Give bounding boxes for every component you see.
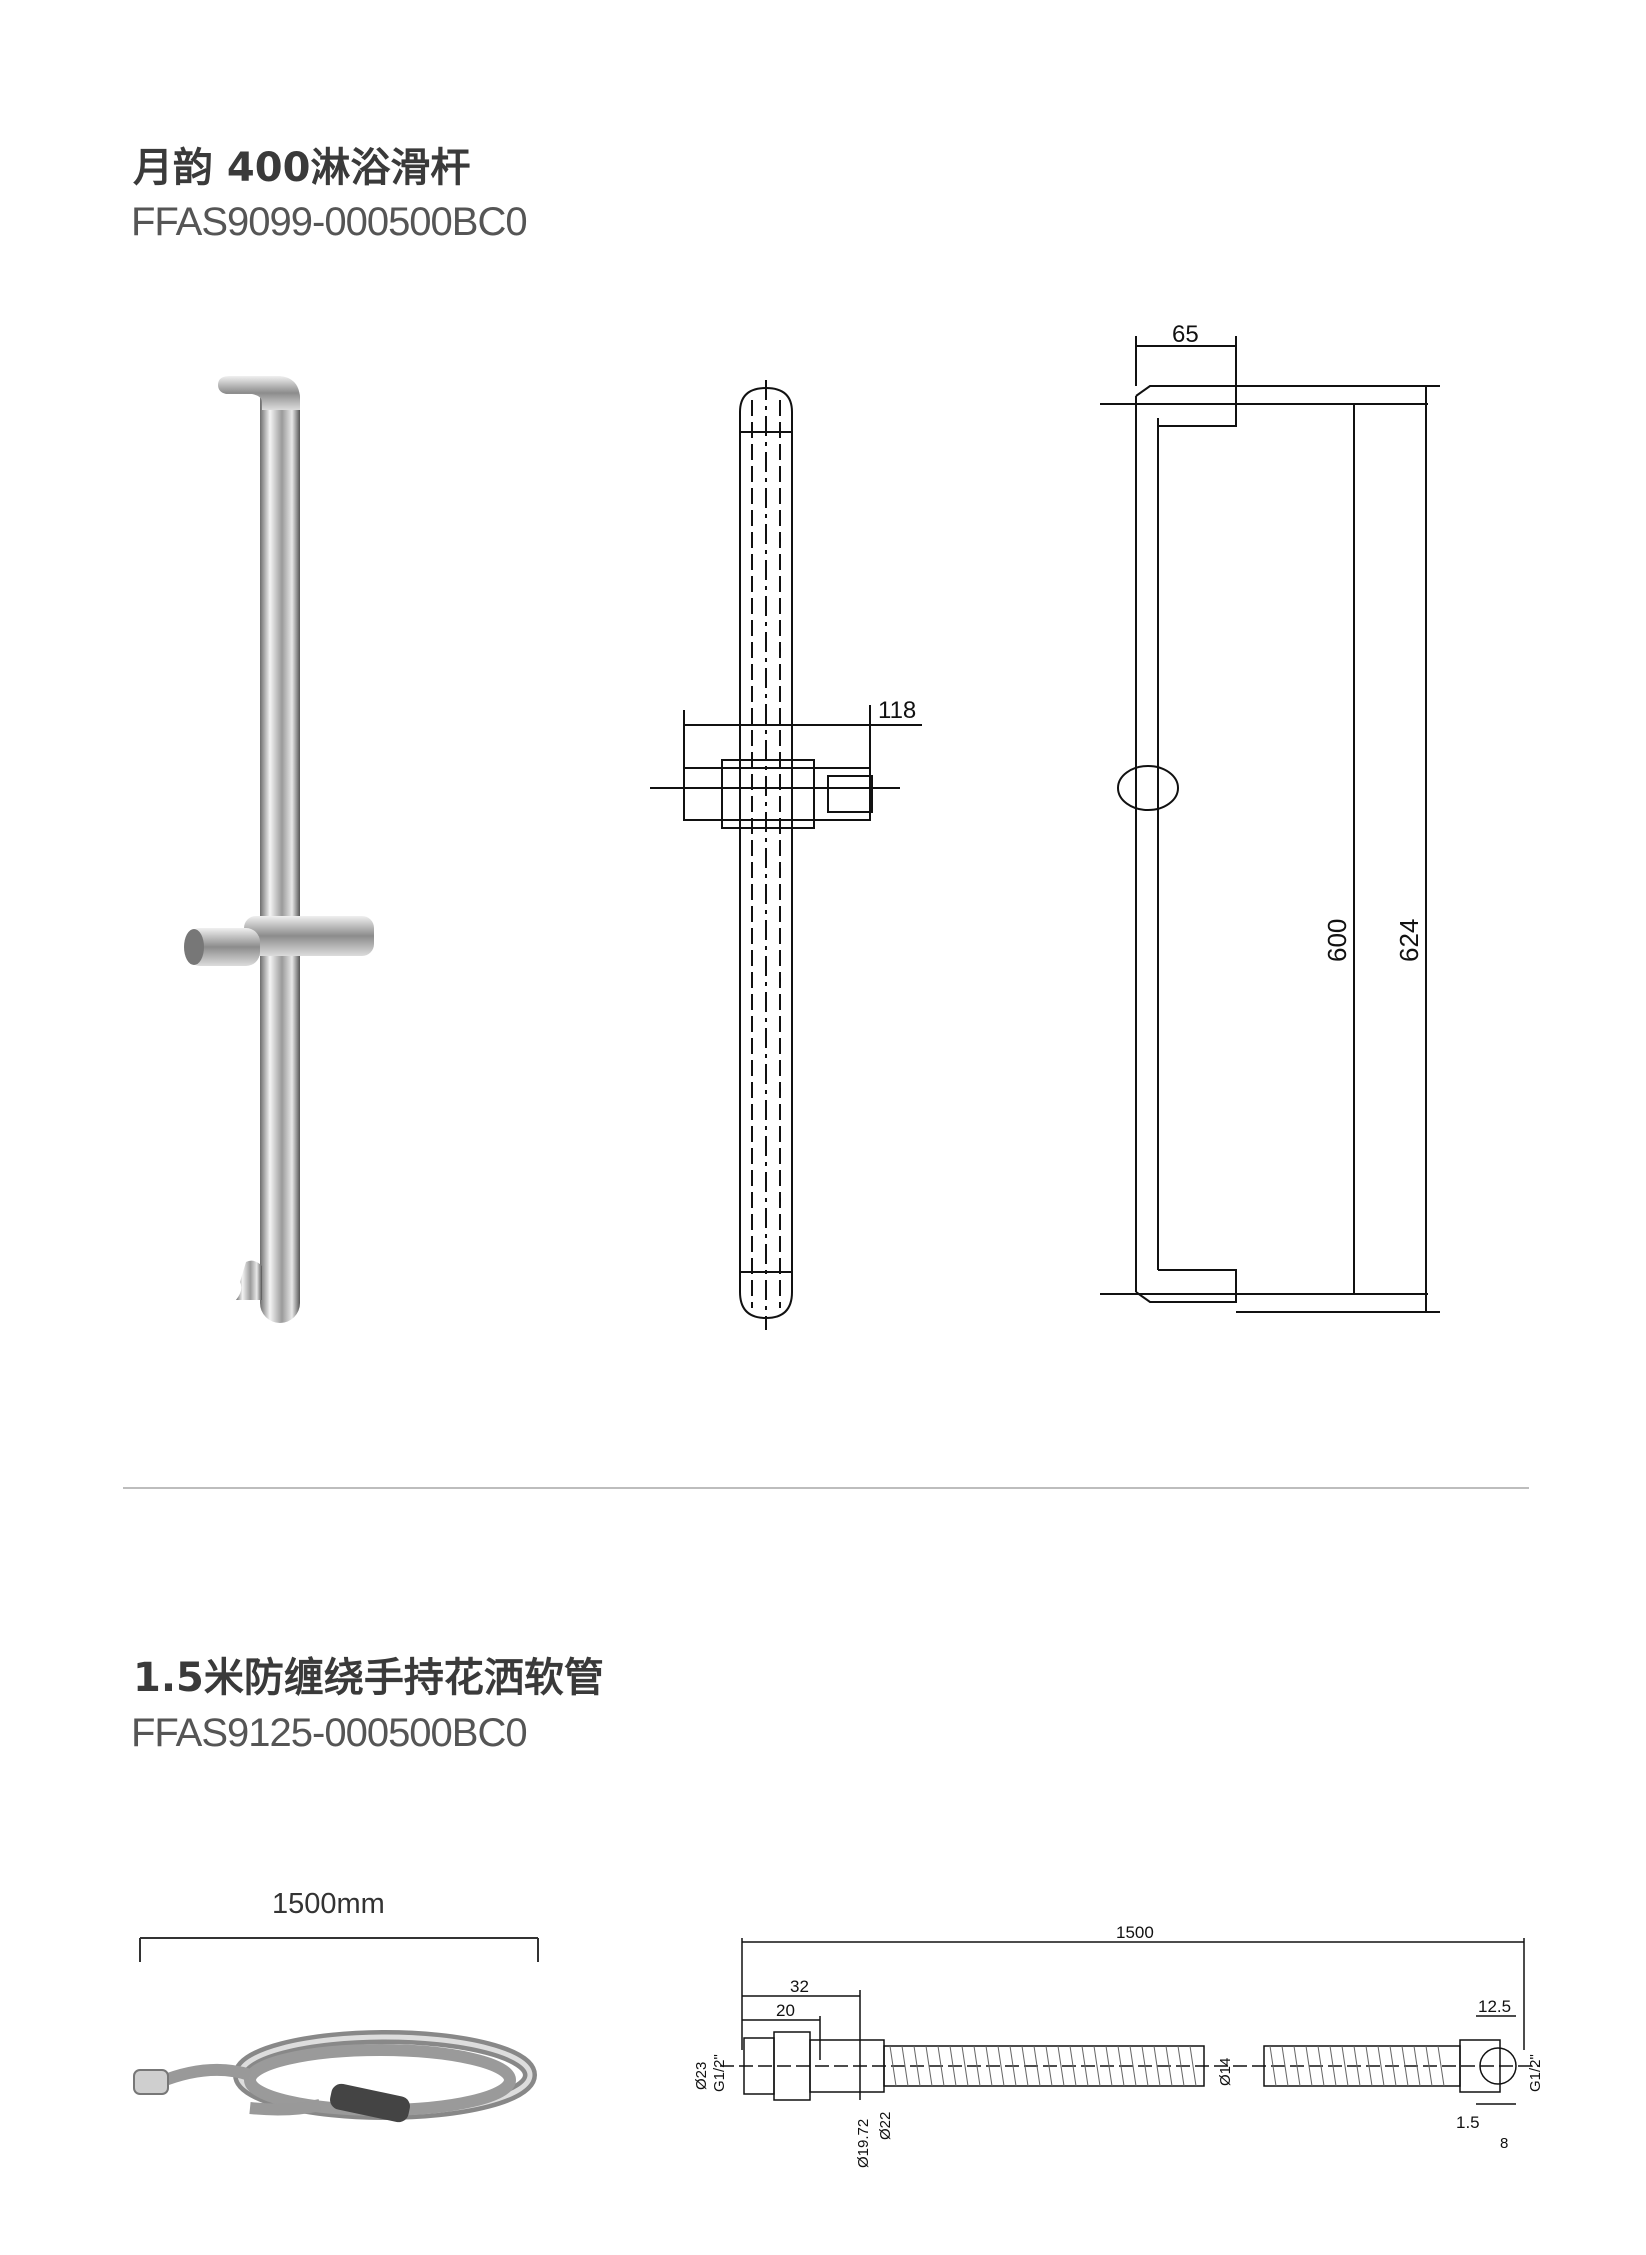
dim-d23: Ø23 <box>693 2062 710 2090</box>
dim-height-inner: 600 <box>1322 919 1352 962</box>
product-title: 月韵 400淋浴滑杆 <box>133 145 471 191</box>
dim-32: 32 <box>790 1977 809 1996</box>
dim-slider-width: 118 <box>878 697 916 724</box>
dim-total-length: 1500 <box>1116 1923 1154 1942</box>
product-code: FFAS9099-000500BC0 <box>131 200 528 244</box>
hose-photo <box>133 2030 537 2123</box>
hose-coil-pattern <box>889 2045 1445 2087</box>
dim-g-left: G1/2" <box>711 2054 728 2092</box>
side-view-drawing <box>1100 336 1440 1313</box>
dim-depth: 65 <box>1172 321 1199 348</box>
front-view-drawing <box>650 380 922 1330</box>
dim-d22: Ø22 <box>877 2112 894 2140</box>
hose-length-bracket <box>139 1937 539 1962</box>
slide-bar-figures: 118 65 600 624 <box>184 321 1440 1330</box>
product-code: FFAS9125-000500BC0 <box>131 1711 528 1755</box>
dim-d1972: Ø19.72 <box>855 2119 872 2168</box>
section-divider <box>123 1487 1529 1489</box>
dim-12-5: 12.5 <box>1478 1997 1511 2016</box>
dim-height-total: 624 <box>1394 919 1424 962</box>
dim-8: 8 <box>1500 2135 1508 2152</box>
dim-20: 20 <box>776 2001 795 2020</box>
dim-1-5: 1.5 <box>1456 2113 1480 2132</box>
dim-d14: Ø14 <box>1217 2058 1234 2086</box>
product-title: 1.5米防缠绕手持花洒软管 <box>133 1655 604 1701</box>
dim-g-right: G1/2" <box>1527 2054 1544 2092</box>
slide-bar-photo <box>184 376 374 1323</box>
hose-drawing <box>720 1938 1540 2105</box>
hose-length-label: 1500mm <box>272 1888 385 1920</box>
